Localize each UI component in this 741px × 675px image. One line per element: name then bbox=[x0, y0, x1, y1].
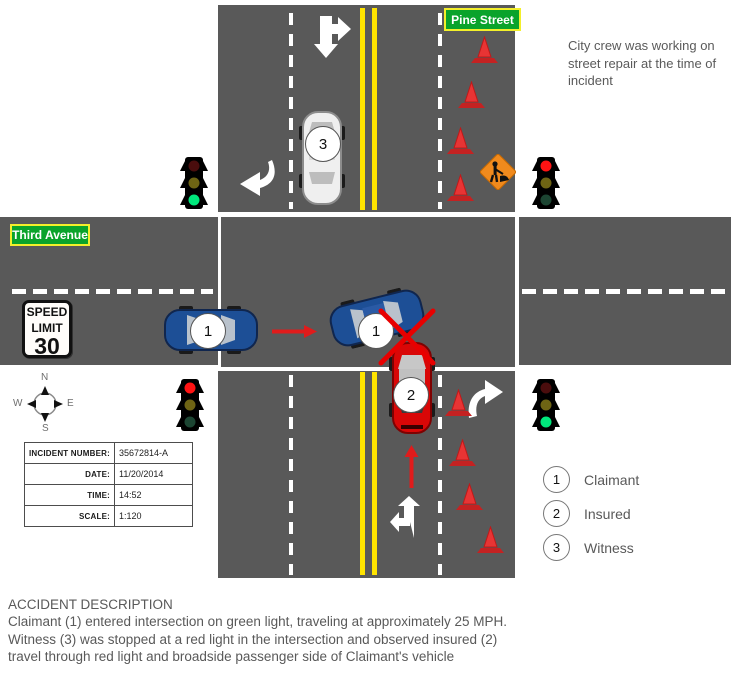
accident-description-title: ACCIDENT DESCRIPTION bbox=[8, 597, 173, 612]
incident-number-label: INCIDENT NUMBER: bbox=[24, 442, 115, 464]
lane-arrow-right-turn-icon bbox=[463, 374, 505, 420]
traffic-light-southwest-icon bbox=[176, 378, 204, 432]
compass-south-label: S bbox=[42, 423, 49, 434]
claimant-number-label: 1 bbox=[203, 322, 213, 340]
witness-vehicle-number: 3 bbox=[305, 126, 341, 162]
speed-limit-word1: SPEED bbox=[26, 305, 68, 319]
lane-dash-line bbox=[289, 375, 293, 575]
third-avenue-label: Third Avenue bbox=[12, 228, 88, 242]
compass-rose: N S W E bbox=[13, 372, 75, 434]
pine-street-sign: Pine Street bbox=[444, 8, 521, 31]
pine-street-label: Pine Street bbox=[451, 12, 514, 27]
accident-description: ACCIDENT DESCRIPTION Claimant (1) entere… bbox=[8, 596, 507, 665]
double-yellow-line bbox=[372, 8, 377, 210]
table-row: SCALE: 1:120 bbox=[24, 505, 194, 527]
road-south-leg bbox=[218, 371, 515, 578]
compass-north-label: N bbox=[41, 372, 49, 383]
time-value: 14:52 bbox=[113, 484, 194, 506]
claimant-vehicle-start: 1 bbox=[163, 306, 259, 354]
speed-limit-value: 30 bbox=[34, 333, 60, 360]
insured-number-label: 2 bbox=[406, 386, 416, 404]
insured-vehicle-number: 2 bbox=[393, 377, 429, 413]
lane-arrow-up-left-icon bbox=[388, 496, 428, 540]
legend-label-claimant: Claimant bbox=[584, 471, 640, 488]
traffic-cone-icon bbox=[447, 174, 474, 203]
lane-dash-line bbox=[289, 13, 293, 209]
legend-number-3: 3 bbox=[543, 534, 570, 561]
accident-description-line: Witness (3) was stopped at a red light i… bbox=[8, 631, 498, 647]
traffic-light-northeast-icon bbox=[532, 156, 560, 210]
collision-x-marker bbox=[377, 307, 437, 367]
compass-west-label: W bbox=[13, 398, 23, 409]
traffic-light-southeast-icon bbox=[532, 378, 560, 432]
center-dash-line bbox=[12, 289, 213, 294]
incident-number-value: 35672814-A bbox=[113, 442, 194, 464]
table-row: TIME: 14:52 bbox=[24, 484, 194, 506]
scale-label: SCALE: bbox=[24, 505, 115, 527]
accident-description-line: Claimant (1) entered intersection on gre… bbox=[8, 614, 507, 630]
table-row: INCIDENT NUMBER: 35672814-A bbox=[24, 442, 194, 464]
claimant-number-label: 1 bbox=[371, 322, 381, 340]
road-work-sign-icon bbox=[479, 150, 517, 196]
traffic-cone-icon bbox=[447, 127, 474, 156]
traffic-cone-icon bbox=[445, 389, 472, 418]
double-yellow-line bbox=[360, 8, 365, 210]
traffic-cone-icon bbox=[449, 439, 476, 468]
insured-direction-arrow bbox=[403, 444, 420, 490]
legend-item-witness: 3 Witness bbox=[543, 534, 639, 561]
legend: 1 Claimant 2 Insured 3 Witness bbox=[543, 466, 639, 568]
third-avenue-sign: Third Avenue bbox=[10, 224, 90, 246]
center-dash-line bbox=[522, 289, 727, 294]
traffic-light-northwest-icon bbox=[180, 156, 208, 210]
legend-item-insured: 2 Insured bbox=[543, 500, 639, 527]
city-crew-note: City crew was working on street repair a… bbox=[568, 38, 717, 89]
speed-limit-word2: LIMIT bbox=[31, 320, 63, 335]
legend-label-insured: Insured bbox=[584, 505, 631, 522]
road-east-leg bbox=[519, 217, 731, 365]
legend-number-1: 1 bbox=[543, 466, 570, 493]
legend-number-2: 2 bbox=[543, 500, 570, 527]
lane-arrow-down-right-icon bbox=[312, 14, 352, 60]
double-yellow-line bbox=[360, 372, 365, 575]
lane-dash-line bbox=[438, 13, 442, 209]
insured-vehicle: 2 bbox=[389, 341, 435, 435]
lane-dash-line bbox=[438, 375, 442, 575]
traffic-cone-icon bbox=[477, 526, 504, 555]
speed-limit-sign: SPEED LIMIT 30 bbox=[22, 300, 72, 358]
incident-info-table: INCIDENT NUMBER: 35672814-A DATE: 11/20/… bbox=[24, 442, 194, 527]
legend-label-witness: Witness bbox=[584, 539, 634, 556]
compass-east-label: E bbox=[67, 398, 74, 409]
date-value: 11/20/2014 bbox=[113, 463, 194, 485]
date-label: DATE: bbox=[24, 463, 115, 485]
scale-value: 1:120 bbox=[113, 505, 194, 527]
lane-arrow-left-turn-icon bbox=[238, 156, 280, 204]
time-label: TIME: bbox=[24, 484, 115, 506]
table-row: DATE: 11/20/2014 bbox=[24, 463, 194, 485]
witness-number-label: 3 bbox=[318, 135, 328, 153]
accident-description-line: travel through red light and broadside p… bbox=[8, 648, 455, 664]
traffic-cone-icon bbox=[458, 81, 485, 110]
witness-vehicle: 3 bbox=[299, 110, 345, 206]
traffic-cone-icon bbox=[471, 36, 498, 65]
double-yellow-line bbox=[372, 372, 377, 575]
claimant-vehicle-number: 1 bbox=[190, 313, 226, 349]
traffic-cone-icon bbox=[456, 483, 483, 512]
legend-item-claimant: 1 Claimant bbox=[543, 466, 639, 493]
claimant-direction-arrow bbox=[270, 324, 318, 339]
